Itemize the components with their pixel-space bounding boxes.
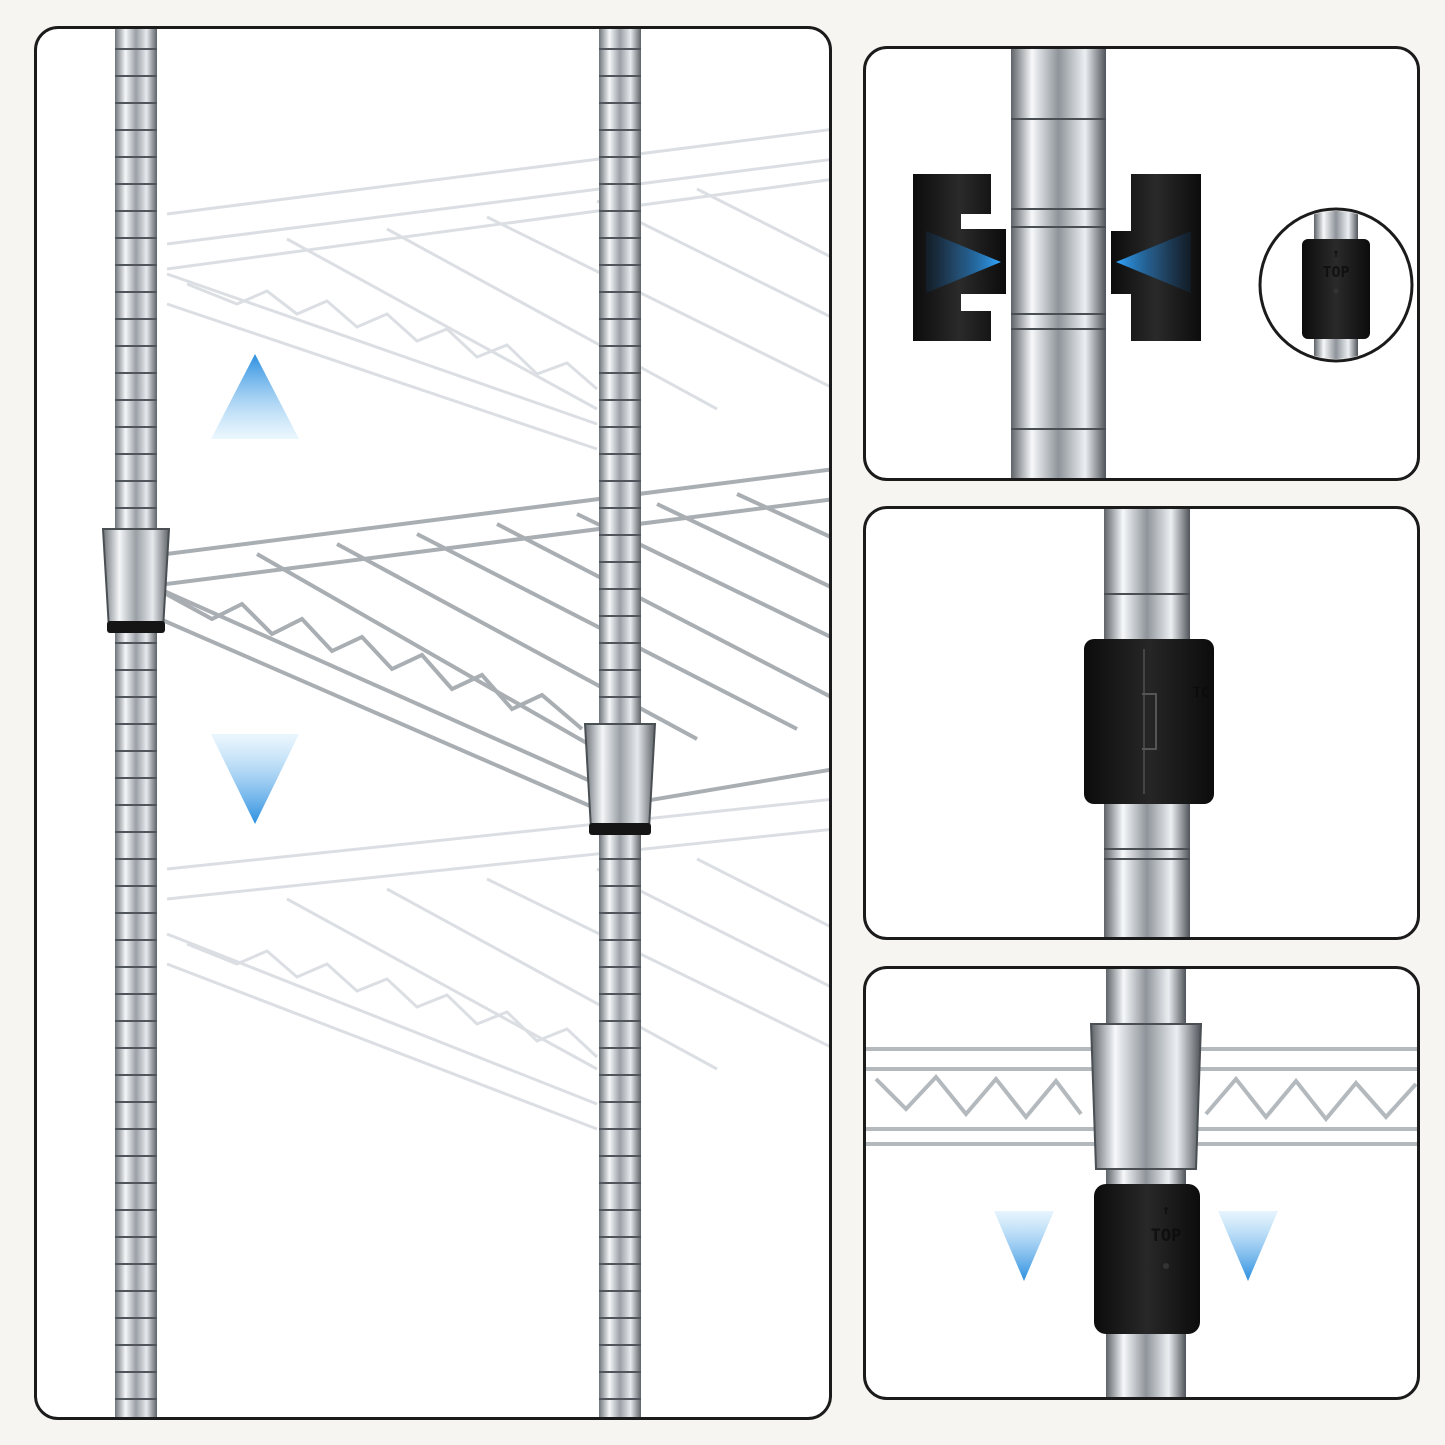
shelf-illustration (101, 29, 829, 1417)
shelf-lowering-panel: ↑ TOP (863, 966, 1420, 1400)
inset-top-arrow: ↑ (1332, 246, 1339, 260)
arrow-down-left-icon (994, 1211, 1054, 1281)
upper-ghost-shelf (166, 128, 829, 451)
sleeve-assembly-panel: ↑ TOP (863, 46, 1420, 481)
inset-top-label: TOP (1322, 263, 1349, 281)
sleeve-assembly-illustration: ↑ TOP (913, 49, 1414, 478)
left-post (115, 29, 157, 1417)
inward-arrow-left-icon (926, 231, 1001, 293)
sleeve-closed-illustration: TC (1084, 509, 1214, 937)
arrow-up-icon (211, 354, 299, 439)
arrow-down-icon (211, 734, 299, 824)
shelf-lowering-illustration: ↑ TOP (866, 969, 1417, 1397)
left-shelf-sleeve (101, 528, 171, 633)
lower-ghost-shelf (166, 798, 829, 1131)
inward-arrow-right-icon (1116, 231, 1191, 293)
magnified-sleeve-inset: ↑ TOP (1258, 207, 1414, 363)
closed-sleeve: TC (1084, 639, 1214, 804)
sleeve-top-label: TOP (1151, 1226, 1182, 1246)
arrow-down-right-icon (1218, 1211, 1278, 1281)
shelf-collar (1089, 1023, 1203, 1170)
right-shelf-sleeve (583, 723, 657, 835)
sleeve-closed-panel: TC (863, 506, 1420, 940)
black-sleeve: ↑ TOP (1094, 1184, 1200, 1334)
pole (1011, 49, 1106, 478)
partial-top-label: TC (1193, 685, 1210, 701)
main-shelf-panel (34, 26, 832, 1420)
sleeve-top-arrow: ↑ (1162, 1203, 1170, 1218)
